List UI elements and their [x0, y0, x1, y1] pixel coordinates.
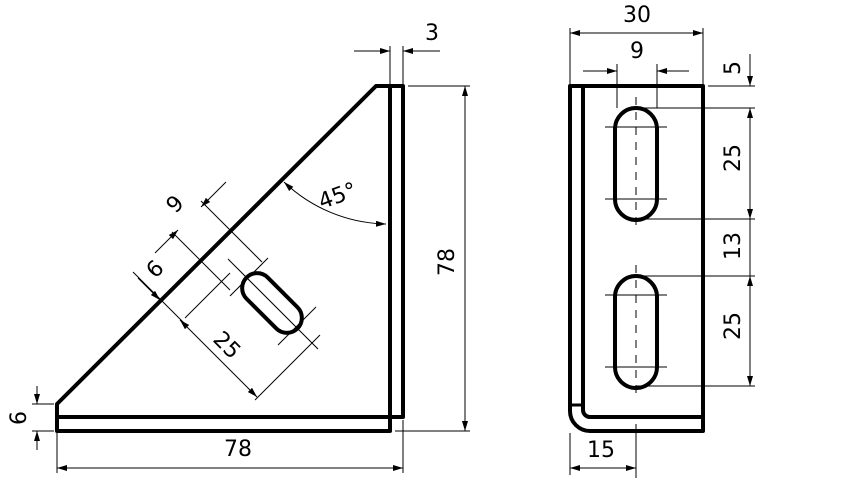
- dim-base-offset: 6: [7, 411, 32, 425]
- center-marks: [605, 126, 667, 368]
- angle-arc: [283, 181, 387, 227]
- bracket-outline: [568, 84, 705, 433]
- dim-thickness: 3: [425, 21, 439, 46]
- bracket-outline: [55, 84, 405, 433]
- slot-center-mark: [229, 257, 269, 297]
- ext-line: [254, 334, 321, 401]
- dim-line: [137, 277, 161, 301]
- dim-height: 78: [435, 248, 460, 276]
- dim-slot-width: 9: [162, 191, 190, 219]
- dim-slot-offset: 6: [142, 256, 170, 284]
- front-view: 30 9 5 25 13 25 15: [568, 3, 755, 478]
- side-view: 3 78 78 6 45° 9 6 25: [7, 21, 470, 473]
- dim-line: [154, 229, 179, 254]
- dim-slot-width: 9: [630, 39, 644, 64]
- dim-slot-length: 25: [208, 327, 245, 364]
- slot-axis: [227, 258, 319, 350]
- dim-slot-gap: 13: [721, 232, 746, 260]
- dim-line: [179, 319, 258, 398]
- ext-line: [200, 200, 263, 263]
- dim-slot1-length: 25: [721, 144, 746, 172]
- dim-angle: 45°: [315, 178, 360, 215]
- ext-line: [184, 272, 231, 319]
- dim-top-offset: 5: [721, 61, 746, 75]
- dim-total-width: 30: [623, 3, 651, 28]
- ext-line: [171, 231, 231, 291]
- dim-width: 78: [224, 437, 252, 462]
- dim-slot-center-x: 15: [587, 438, 615, 463]
- dim-line: [200, 181, 227, 208]
- dim-slot2-length: 25: [721, 312, 746, 340]
- bend-line: [581, 86, 703, 419]
- slot-center-mark: [277, 306, 317, 346]
